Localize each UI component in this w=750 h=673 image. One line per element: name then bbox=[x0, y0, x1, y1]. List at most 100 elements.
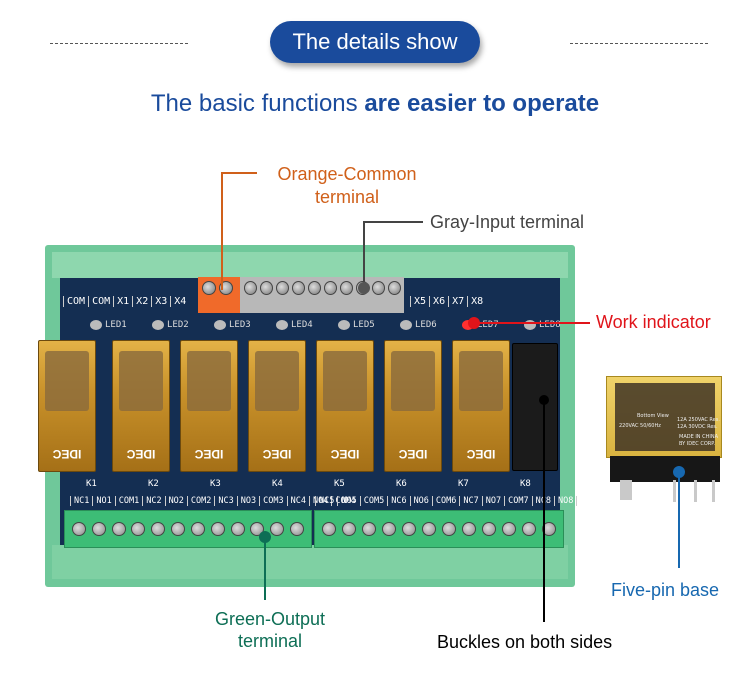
output-label: COM7 bbox=[504, 496, 531, 506]
red-callout-line bbox=[476, 322, 590, 324]
screw-icon bbox=[71, 522, 86, 536]
loose-relay-module: Bottom View 220VAC 50/60Hz 12A 250VAC Re… bbox=[606, 376, 722, 458]
relay-brand: IDEC bbox=[126, 447, 156, 461]
orange-callout-line bbox=[221, 172, 223, 290]
led-label: LED7 bbox=[477, 320, 499, 330]
screw-icon bbox=[291, 281, 305, 295]
output-label: NO4 bbox=[308, 496, 331, 506]
input-label: X6 bbox=[429, 296, 448, 307]
output-label: COM1 bbox=[114, 496, 142, 506]
relay-window bbox=[323, 351, 367, 411]
led-label: LED1 bbox=[105, 320, 127, 330]
screw-icon bbox=[290, 522, 305, 536]
gray-callout-line bbox=[363, 221, 365, 287]
green-output-terminal-block-right bbox=[314, 510, 564, 548]
input-label: X2 bbox=[132, 296, 151, 307]
relay-label: K1 bbox=[86, 479, 97, 489]
screw-icon bbox=[542, 522, 556, 536]
input-label: X4 bbox=[170, 296, 189, 307]
callout-orange-common: Orange-Common terminal bbox=[262, 163, 432, 209]
screw-icon bbox=[210, 522, 225, 536]
screw-icon bbox=[270, 522, 285, 536]
callout-gray-input: Gray-Input terminal bbox=[430, 212, 585, 232]
output-label: NO6 bbox=[409, 496, 432, 506]
screw-icon bbox=[442, 522, 456, 536]
section-title-pill: The details show bbox=[270, 21, 480, 63]
screw-icon bbox=[243, 281, 257, 295]
output-label: NO8 bbox=[553, 496, 576, 506]
led-label: LED4 bbox=[291, 320, 313, 330]
relay-window bbox=[459, 351, 503, 411]
screw-icon bbox=[402, 522, 416, 536]
led-label: LED5 bbox=[353, 320, 375, 330]
input-label: X7 bbox=[448, 296, 467, 307]
output-label: NC2 bbox=[142, 496, 164, 506]
subtitle-regular: The basic functions bbox=[150, 90, 365, 117]
subtitle-bold: are easier to operate bbox=[364, 90, 600, 117]
empty-relay-socket bbox=[512, 343, 558, 471]
housing-bottom-lip bbox=[52, 545, 568, 579]
relay-brand: IDEC bbox=[262, 447, 292, 461]
subtitle: The basic functions are easier to operat… bbox=[0, 90, 750, 118]
output-label: COM6 bbox=[431, 496, 459, 506]
callout-line2: terminal bbox=[314, 187, 380, 207]
input-label: COM bbox=[63, 296, 88, 307]
relay-k5: IDEC bbox=[316, 340, 374, 472]
screw-icon bbox=[307, 281, 321, 295]
callout-line2: terminal bbox=[237, 631, 303, 651]
screw-icon bbox=[323, 281, 337, 295]
led-label: LED2 bbox=[167, 320, 189, 330]
divider-right bbox=[570, 43, 708, 44]
output-label-strip-left: NC1 NO1 COM1 NC2 NO2 COM2 NC3 NO3 COM3 N… bbox=[70, 496, 359, 506]
led-label: LED6 bbox=[415, 320, 437, 330]
relay-k4: IDEC bbox=[248, 340, 306, 472]
relay-k7: IDEC bbox=[452, 340, 510, 472]
screw-icon bbox=[190, 522, 205, 536]
led-indicator bbox=[338, 320, 350, 330]
screw-icon bbox=[387, 281, 401, 295]
screw-icon bbox=[230, 522, 245, 536]
relay-brand: IDEC bbox=[52, 447, 82, 461]
output-label: COM5 bbox=[359, 496, 387, 506]
screw-icon bbox=[522, 522, 536, 536]
input-label: X8 bbox=[467, 296, 486, 307]
relay-pin bbox=[712, 480, 715, 502]
five-pin-base bbox=[610, 456, 720, 482]
relay-text: 12A 250VAC Res. bbox=[677, 417, 720, 423]
led-indicator bbox=[214, 320, 226, 330]
gray-input-terminal-block bbox=[240, 277, 404, 313]
relay-text: 12A 30VDC Res. bbox=[677, 424, 718, 430]
output-label: NO2 bbox=[164, 496, 187, 506]
green-callout-dot bbox=[259, 531, 271, 543]
black-callout-line bbox=[543, 400, 545, 622]
relay-text: 220VAC 50/60Hz bbox=[619, 423, 661, 429]
screw-icon bbox=[322, 522, 336, 536]
relay-k3: IDEC bbox=[180, 340, 238, 472]
screw-icon bbox=[259, 281, 273, 295]
led-label: LED3 bbox=[229, 320, 251, 330]
relay-text: BY IDEC CORP. bbox=[679, 441, 716, 447]
screw-icon bbox=[502, 522, 516, 536]
callout-buckles: Buckles on both sides bbox=[437, 632, 613, 652]
relay-window bbox=[255, 351, 299, 411]
relay-label: K6 bbox=[396, 479, 407, 489]
input-label-strip-right: X5 X6 X7 X8 bbox=[410, 296, 486, 307]
callout-five-pin-base: Five-pin base bbox=[611, 580, 720, 600]
output-label: NC1 bbox=[70, 496, 92, 506]
relay-brand: IDEC bbox=[466, 447, 496, 461]
input-label: X1 bbox=[113, 296, 132, 307]
relay-brand: IDEC bbox=[330, 447, 360, 461]
screw-icon bbox=[91, 522, 106, 536]
relay-window bbox=[119, 351, 163, 411]
output-label: COM2 bbox=[186, 496, 214, 506]
led-indicator bbox=[400, 320, 412, 330]
relay-brand: IDEC bbox=[398, 447, 428, 461]
screw-icon bbox=[371, 281, 385, 295]
output-label: COM4 bbox=[331, 496, 358, 506]
led-indicator bbox=[152, 320, 164, 330]
screw-icon bbox=[131, 522, 146, 536]
work-indicator-dot bbox=[468, 317, 480, 329]
relay-label: K5 bbox=[334, 479, 345, 489]
screw-icon bbox=[422, 522, 436, 536]
callout-green-output: Green-Output terminal bbox=[185, 608, 355, 652]
